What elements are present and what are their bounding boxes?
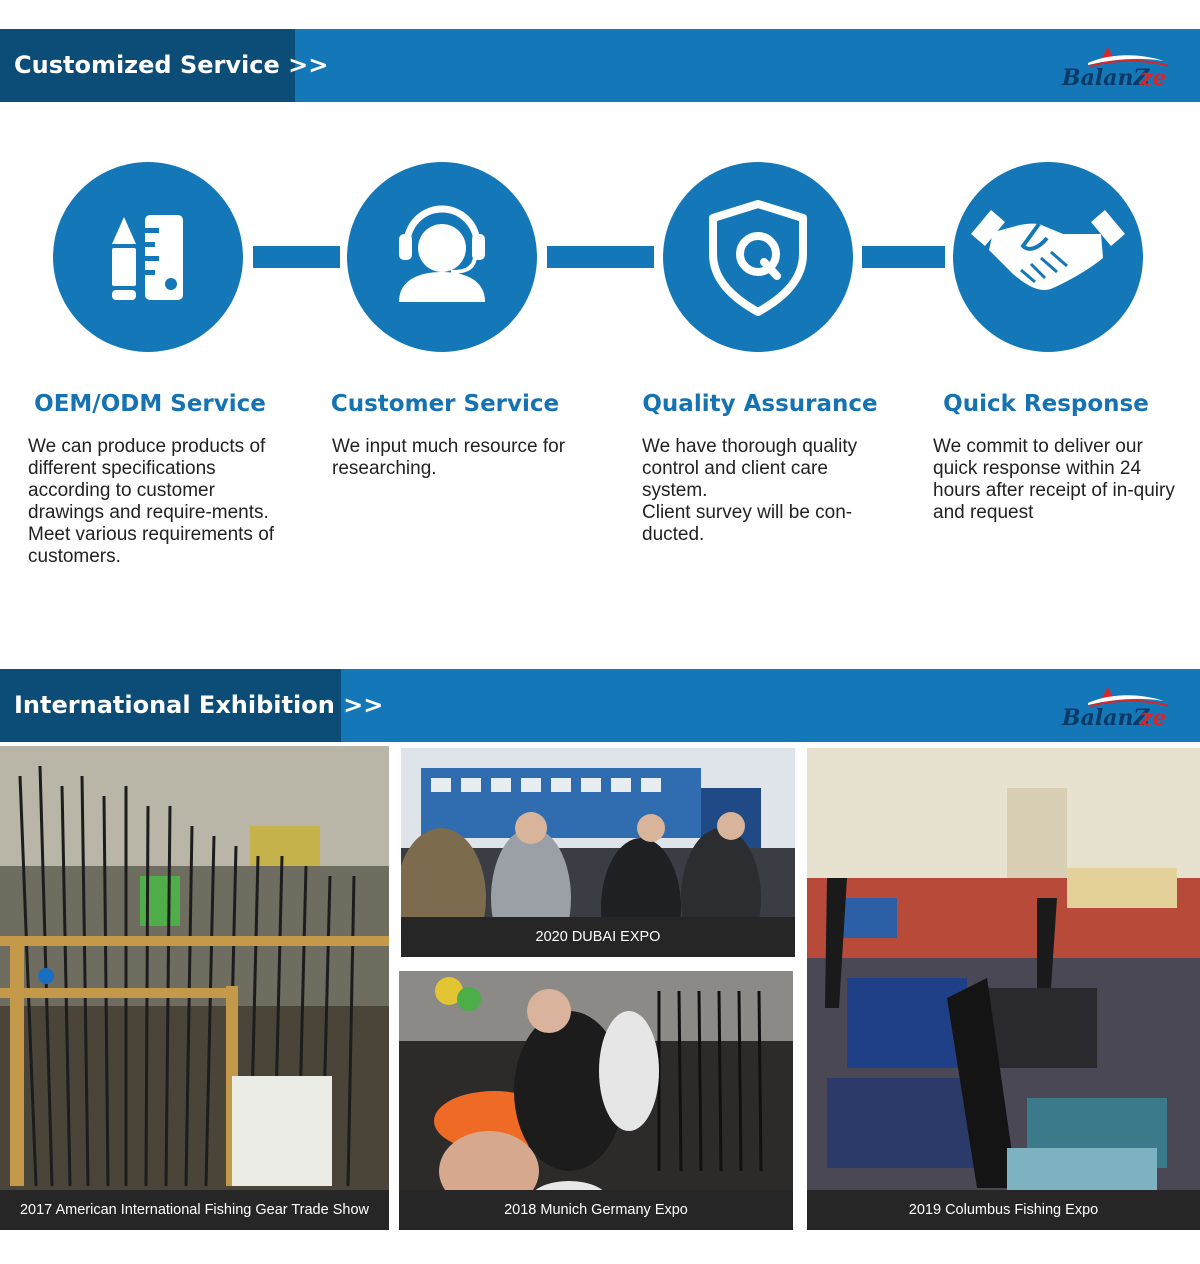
exhibition-caption: 2018 Munich Germany Expo <box>399 1190 793 1230</box>
feature-title-quick-response: Quick Response <box>943 391 1149 417</box>
service-header-band: Customized Service >> BalanZ ze <box>0 29 1200 102</box>
exhibition-caption: 2019 Columbus Fishing Expo <box>807 1190 1200 1230</box>
step-connector <box>253 246 340 268</box>
brand-logo: BalanZ ze <box>1060 679 1178 735</box>
feature-desc-line: We commit to deliver our quick response … <box>933 436 1175 523</box>
quality-assurance-icon-circle <box>663 162 853 352</box>
pencil-ruler-icon <box>112 215 183 300</box>
exhibition-photo-2020: 2020 DUBAI EXPO <box>401 748 795 957</box>
feature-desc-line: Client survey will be con-ducted. <box>642 502 853 545</box>
step-connector <box>862 246 945 268</box>
svg-text:BalanZ: BalanZ <box>1061 65 1150 91</box>
svg-text:ze: ze <box>1139 65 1167 91</box>
exhibition-photo-2019: 2019 Columbus Fishing Expo <box>807 748 1200 1230</box>
feature-desc-line: We can produce products of different spe… <box>28 436 269 523</box>
feature-title-quality-assurance: Quality Assurance <box>642 391 878 417</box>
exhibition-header-band: International Exhibition >> BalanZ ze <box>0 669 1200 742</box>
exhibition-photo-2018: 2018 Munich Germany Expo <box>399 971 793 1230</box>
exhibition-caption: 2017 American International Fishing Gear… <box>0 1190 389 1230</box>
brand-logo: BalanZ ze <box>1060 39 1178 95</box>
feature-title-oem-odm: OEM/ODM Service <box>34 391 266 417</box>
oem-odm-icon-circle <box>53 162 243 352</box>
shield-q-icon <box>709 200 807 316</box>
quick-response-icon-circle <box>953 162 1143 352</box>
svg-text:BalanZ: BalanZ <box>1061 705 1150 731</box>
exhibition-photo-2017: 2017 American International Fishing Gear… <box>0 746 389 1230</box>
feature-desc-quick-response: We commit to deliver our quick response … <box>933 436 1178 524</box>
feature-desc-line: We input much resource for researching. <box>332 436 566 479</box>
feature-desc-line: We have thorough quality control and cli… <box>642 436 858 501</box>
headset-agent-icon <box>399 205 485 302</box>
feature-title-customer-service: Customer Service <box>330 391 560 417</box>
customer-service-icon-circle <box>347 162 537 352</box>
feature-desc-line: Meet various requirements of customers. <box>28 524 275 567</box>
feature-desc-customer-service: We input much resource for researching. <box>332 436 582 480</box>
exhibition-section-title: International Exhibition >> <box>0 669 383 742</box>
feature-desc-quality-assurance: We have thorough quality control and cli… <box>642 436 892 546</box>
step-connector <box>547 246 654 268</box>
service-section-title: Customized Service >> <box>0 29 328 102</box>
exhibition-caption: 2020 DUBAI EXPO <box>401 917 795 957</box>
handshake-icon <box>971 210 1125 291</box>
svg-text:ze: ze <box>1139 705 1167 731</box>
feature-desc-oem-odm: We can produce products of different spe… <box>28 436 288 568</box>
